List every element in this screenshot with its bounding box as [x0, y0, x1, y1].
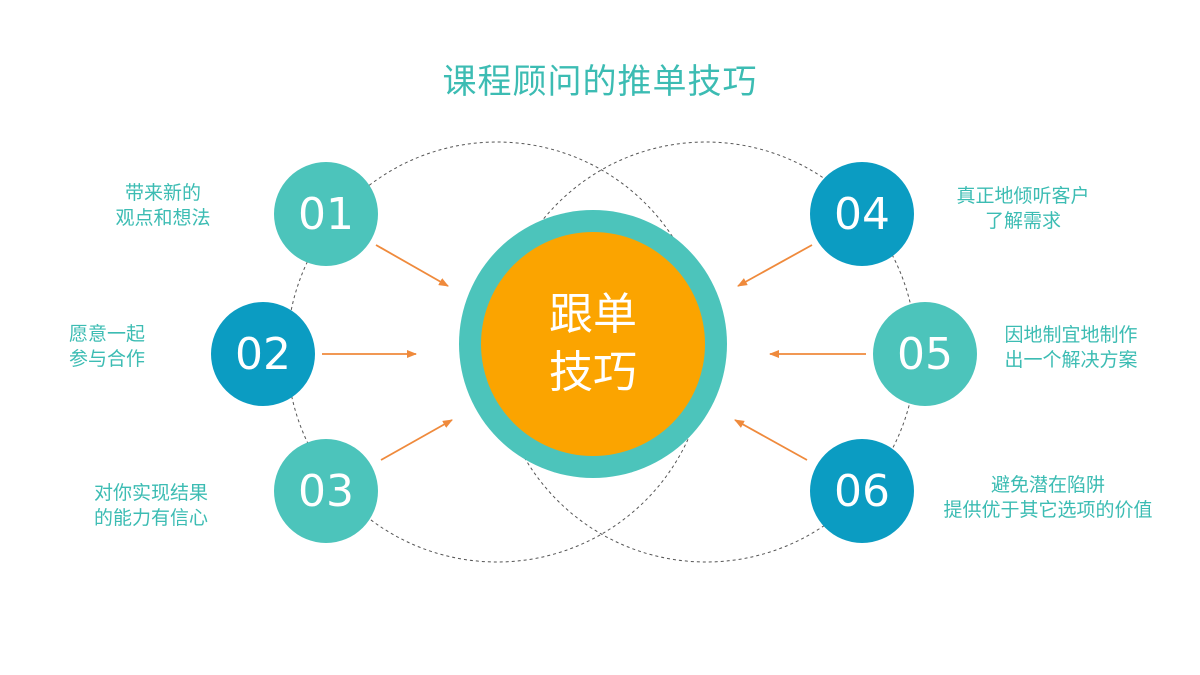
- center-circle: 跟单 技巧: [481, 232, 705, 456]
- page-title: 课程顾问的推单技巧: [442, 62, 758, 102]
- label-05: 因地制宜地制作 出一个解决方案: [992, 323, 1150, 373]
- label-03-line1: 对你实现结果: [93, 482, 208, 504]
- label-05-line1: 因地制宜地制作: [1004, 324, 1138, 346]
- label-04-line1: 真正地倾听客户: [956, 185, 1090, 207]
- node-01: 01: [274, 162, 378, 266]
- center-label-line1: 跟单: [549, 289, 637, 340]
- label-01-line1: 带来新的: [124, 182, 201, 204]
- label-01: 带来新的 观点和想法: [110, 181, 216, 231]
- label-02-line2: 参与合作: [68, 348, 145, 370]
- label-06-line2: 提供优于其它选项的价值: [943, 499, 1153, 521]
- label-02-line1: 愿意一起: [68, 323, 145, 345]
- center-label-line2: 技巧: [549, 347, 637, 398]
- arrow-04: [737, 244, 813, 287]
- label-03-line2: 的能力有信心: [93, 507, 208, 529]
- label-05-line2: 出一个解决方案: [1004, 349, 1138, 371]
- label-01-line2: 观点和想法: [115, 207, 211, 229]
- label-03: 对你实现结果 的能力有信心: [82, 481, 220, 531]
- label-04: 真正地倾听客户 了解需求: [950, 184, 1096, 234]
- label-06-line1: 避免潜在陷阱: [990, 474, 1105, 496]
- arrow-01: [375, 244, 449, 287]
- label-04-line2: 了解需求: [984, 210, 1061, 232]
- label-02: 愿意一起 参与合作: [62, 322, 152, 372]
- node-02: 02: [211, 302, 315, 406]
- node-04: 04: [810, 162, 914, 266]
- node-06: 06: [810, 439, 914, 543]
- arrow-03: [380, 419, 453, 461]
- node-03: 03: [274, 439, 378, 543]
- label-06: 避免潜在陷阱 提供优于其它选项的价值: [932, 473, 1164, 523]
- node-05: 05: [873, 302, 977, 406]
- arrow-06: [734, 419, 808, 461]
